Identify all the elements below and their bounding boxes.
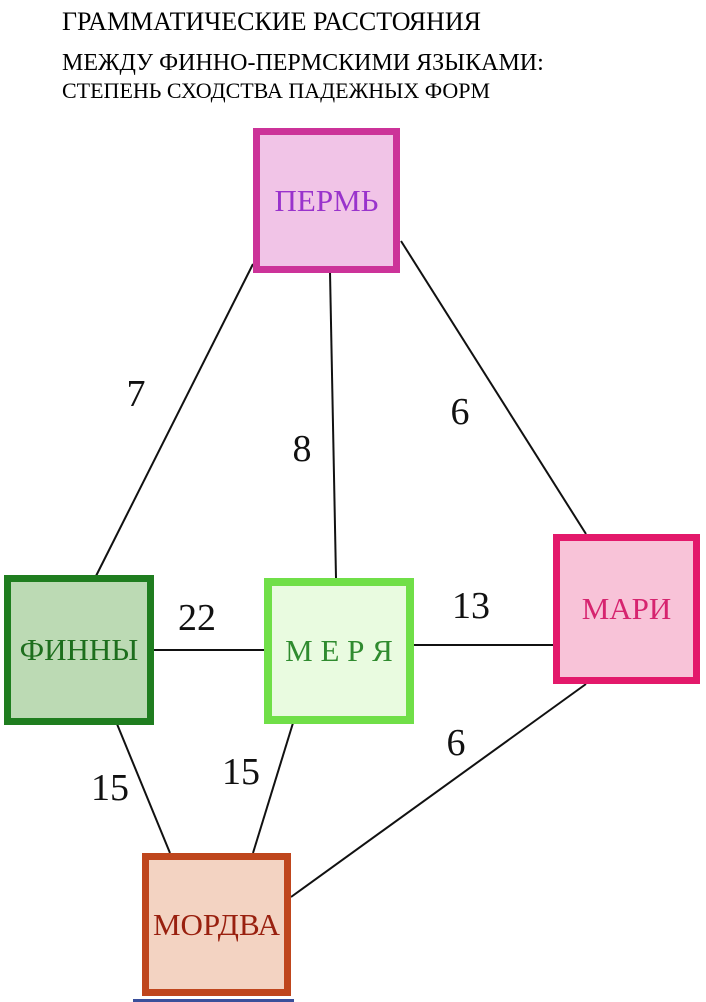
edge-weight-finns-merya: 22 <box>178 597 216 639</box>
edge-perm-merya <box>329 271 337 579</box>
node-mari: МАРИ <box>553 534 700 684</box>
node-mordva-label: МОРДВА <box>152 906 281 942</box>
node-perm: ПЕРМЬ <box>253 128 400 273</box>
title-line-3: СТЕПЕНЬ СХОДСТВА ПАДЕЖНЫХ ФОРМ <box>62 78 491 104</box>
node-finns: ФИННЫ <box>4 575 154 725</box>
node-finns-label: ФИННЫ <box>19 632 139 667</box>
edge-weight-merya-mordva: 15 <box>222 751 260 793</box>
diagram-title: ГРАММАТИЧЕСКИЕ РАССТОЯНИЯ МЕЖДУ ФИННО-ПЕ… <box>62 6 544 105</box>
edge-weight-merya-mari: 13 <box>452 585 490 627</box>
partial-element-bottom-bar <box>133 999 294 1002</box>
edge-perm-mari <box>400 240 587 535</box>
edge-weight-mari-mordva: 6 <box>446 722 466 764</box>
edge-finns-mordva <box>116 723 171 854</box>
edge-weight-perm-merya: 8 <box>292 428 312 470</box>
node-mordva: МОРДВА <box>142 853 291 996</box>
node-merya-label: М Е Р Я <box>285 633 393 668</box>
edge-mari-mordva <box>290 683 587 898</box>
node-perm-label: ПЕРМЬ <box>274 182 379 218</box>
node-merya: М Е Р Я <box>264 578 414 724</box>
edge-merya-mordva <box>252 722 294 854</box>
edge-perm-finns <box>95 263 254 577</box>
edge-weight-perm-finns: 7 <box>126 373 146 415</box>
edge-weight-perm-mari: 6 <box>450 391 470 433</box>
node-mari-label: МАРИ <box>581 591 672 626</box>
edge-weight-finns-mordva: 15 <box>91 767 129 809</box>
title-line-1: ГРАММАТИЧЕСКИЕ РАССТОЯНИЯ <box>62 7 481 36</box>
title-line-2: МЕЖДУ ФИННО-ПЕРМСКИМИ ЯЗЫКАМИ: <box>62 49 544 76</box>
